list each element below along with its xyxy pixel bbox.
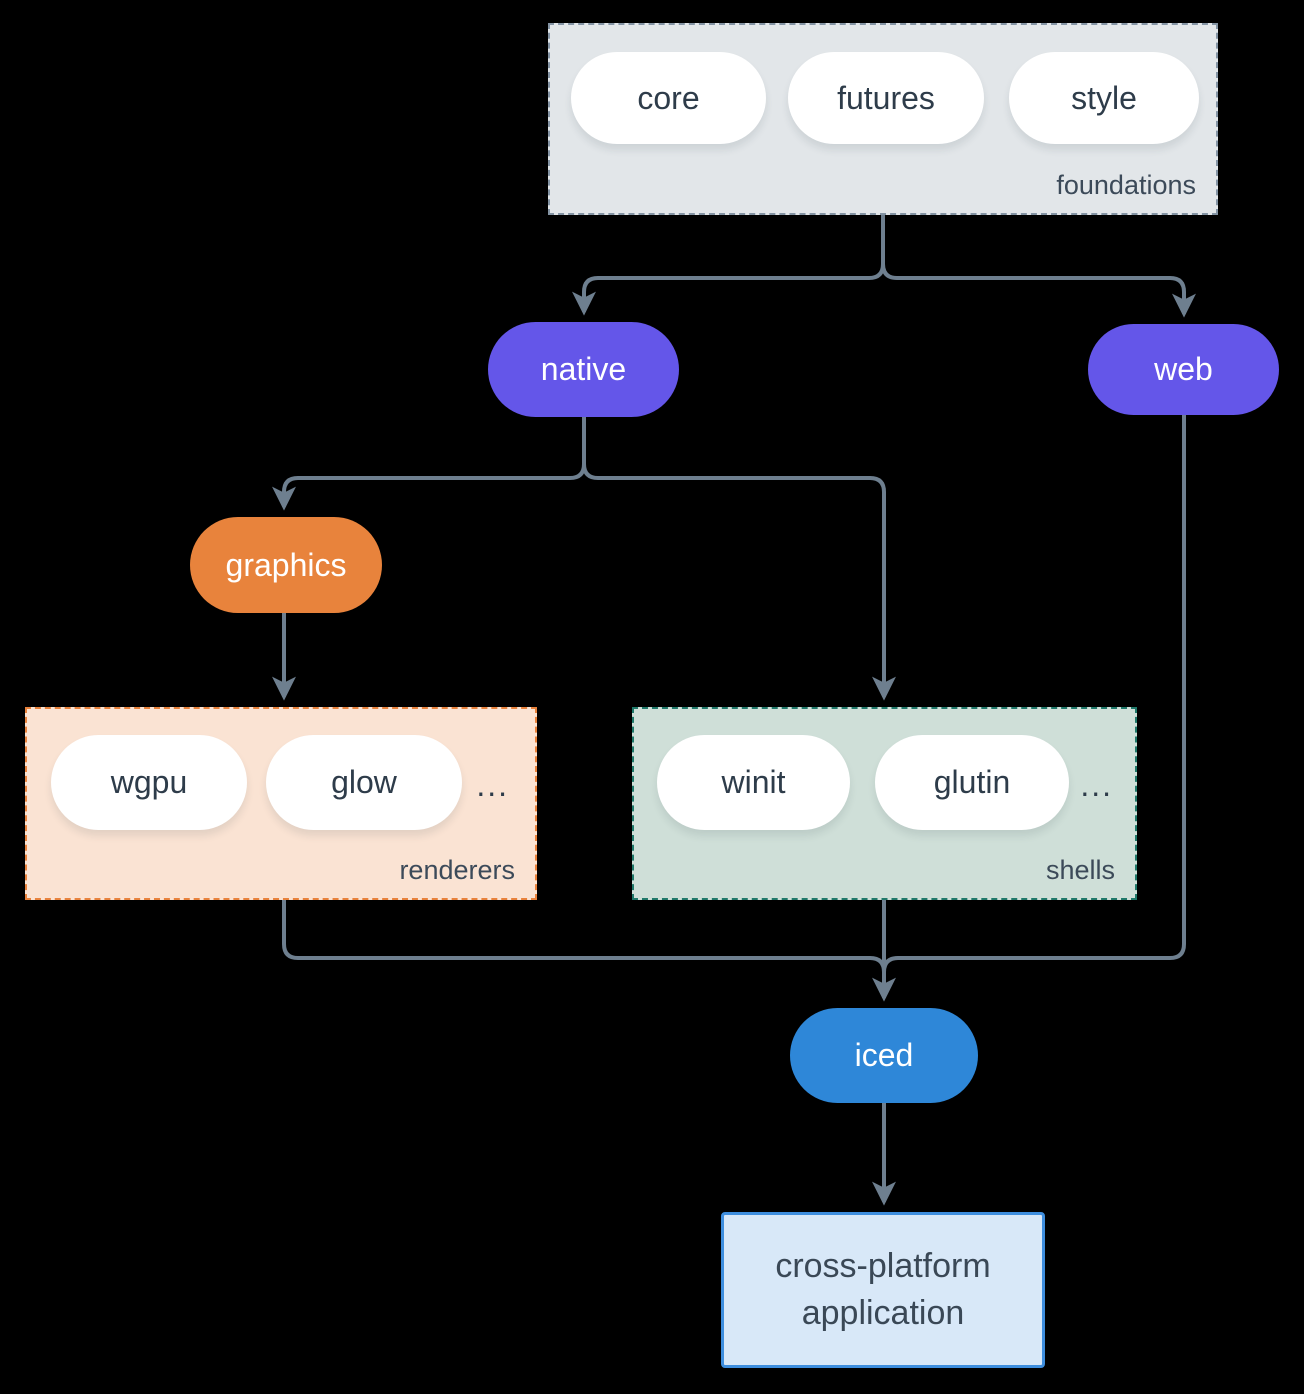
crate-pill-style: style	[1009, 52, 1199, 144]
node-label: web	[1154, 351, 1213, 387]
foundations-group-box: core futures style foundations	[548, 23, 1218, 215]
group-label-renderers: renderers	[399, 855, 515, 885]
crate-pill-glow: glow	[266, 735, 462, 830]
edge-native-graphics	[272, 417, 586, 511]
edge-foundations-web	[881, 215, 1196, 318]
crate-pill-core: core	[571, 52, 766, 144]
crate-label: glutin	[933, 764, 1011, 800]
edge-renderers-merge	[282, 900, 886, 973]
node-label: iced	[854, 1037, 914, 1073]
edge-foundations-native	[572, 215, 885, 316]
node-cross-platform-application: cross-platform application	[721, 1212, 1045, 1368]
crate-pill-winit: winit	[657, 735, 850, 830]
application-label-line1: cross-platform	[775, 1247, 991, 1286]
crate-label: futures	[837, 79, 935, 116]
crate-label: core	[637, 79, 700, 116]
node-native: native	[488, 322, 679, 417]
node-graphics: graphics	[190, 517, 382, 613]
crate-label: winit	[721, 764, 786, 800]
group-label-shells: shells	[1045, 855, 1115, 885]
node-iced: iced	[790, 1008, 978, 1103]
ellipsis-shells: ...	[1080, 767, 1113, 803]
crate-label: style	[1071, 79, 1137, 116]
ellipsis-renderers: ...	[476, 767, 509, 803]
crate-label: wgpu	[110, 764, 188, 800]
node-label: native	[540, 351, 627, 387]
crate-label: glow	[331, 764, 397, 800]
shells-group-box: winit glutin ... shells	[632, 707, 1137, 900]
group-label-foundations: foundations	[1056, 170, 1196, 200]
crate-pill-glutin: glutin	[875, 735, 1069, 830]
edge-native-shells	[582, 417, 896, 701]
crate-pill-wgpu: wgpu	[51, 735, 247, 830]
application-label-line2: application	[801, 1294, 965, 1332]
node-label: graphics	[225, 546, 347, 583]
crate-pill-futures: futures	[788, 52, 984, 144]
node-web: web	[1088, 324, 1279, 415]
renderers-group-box: wgpu glow ... renderers	[25, 707, 537, 900]
